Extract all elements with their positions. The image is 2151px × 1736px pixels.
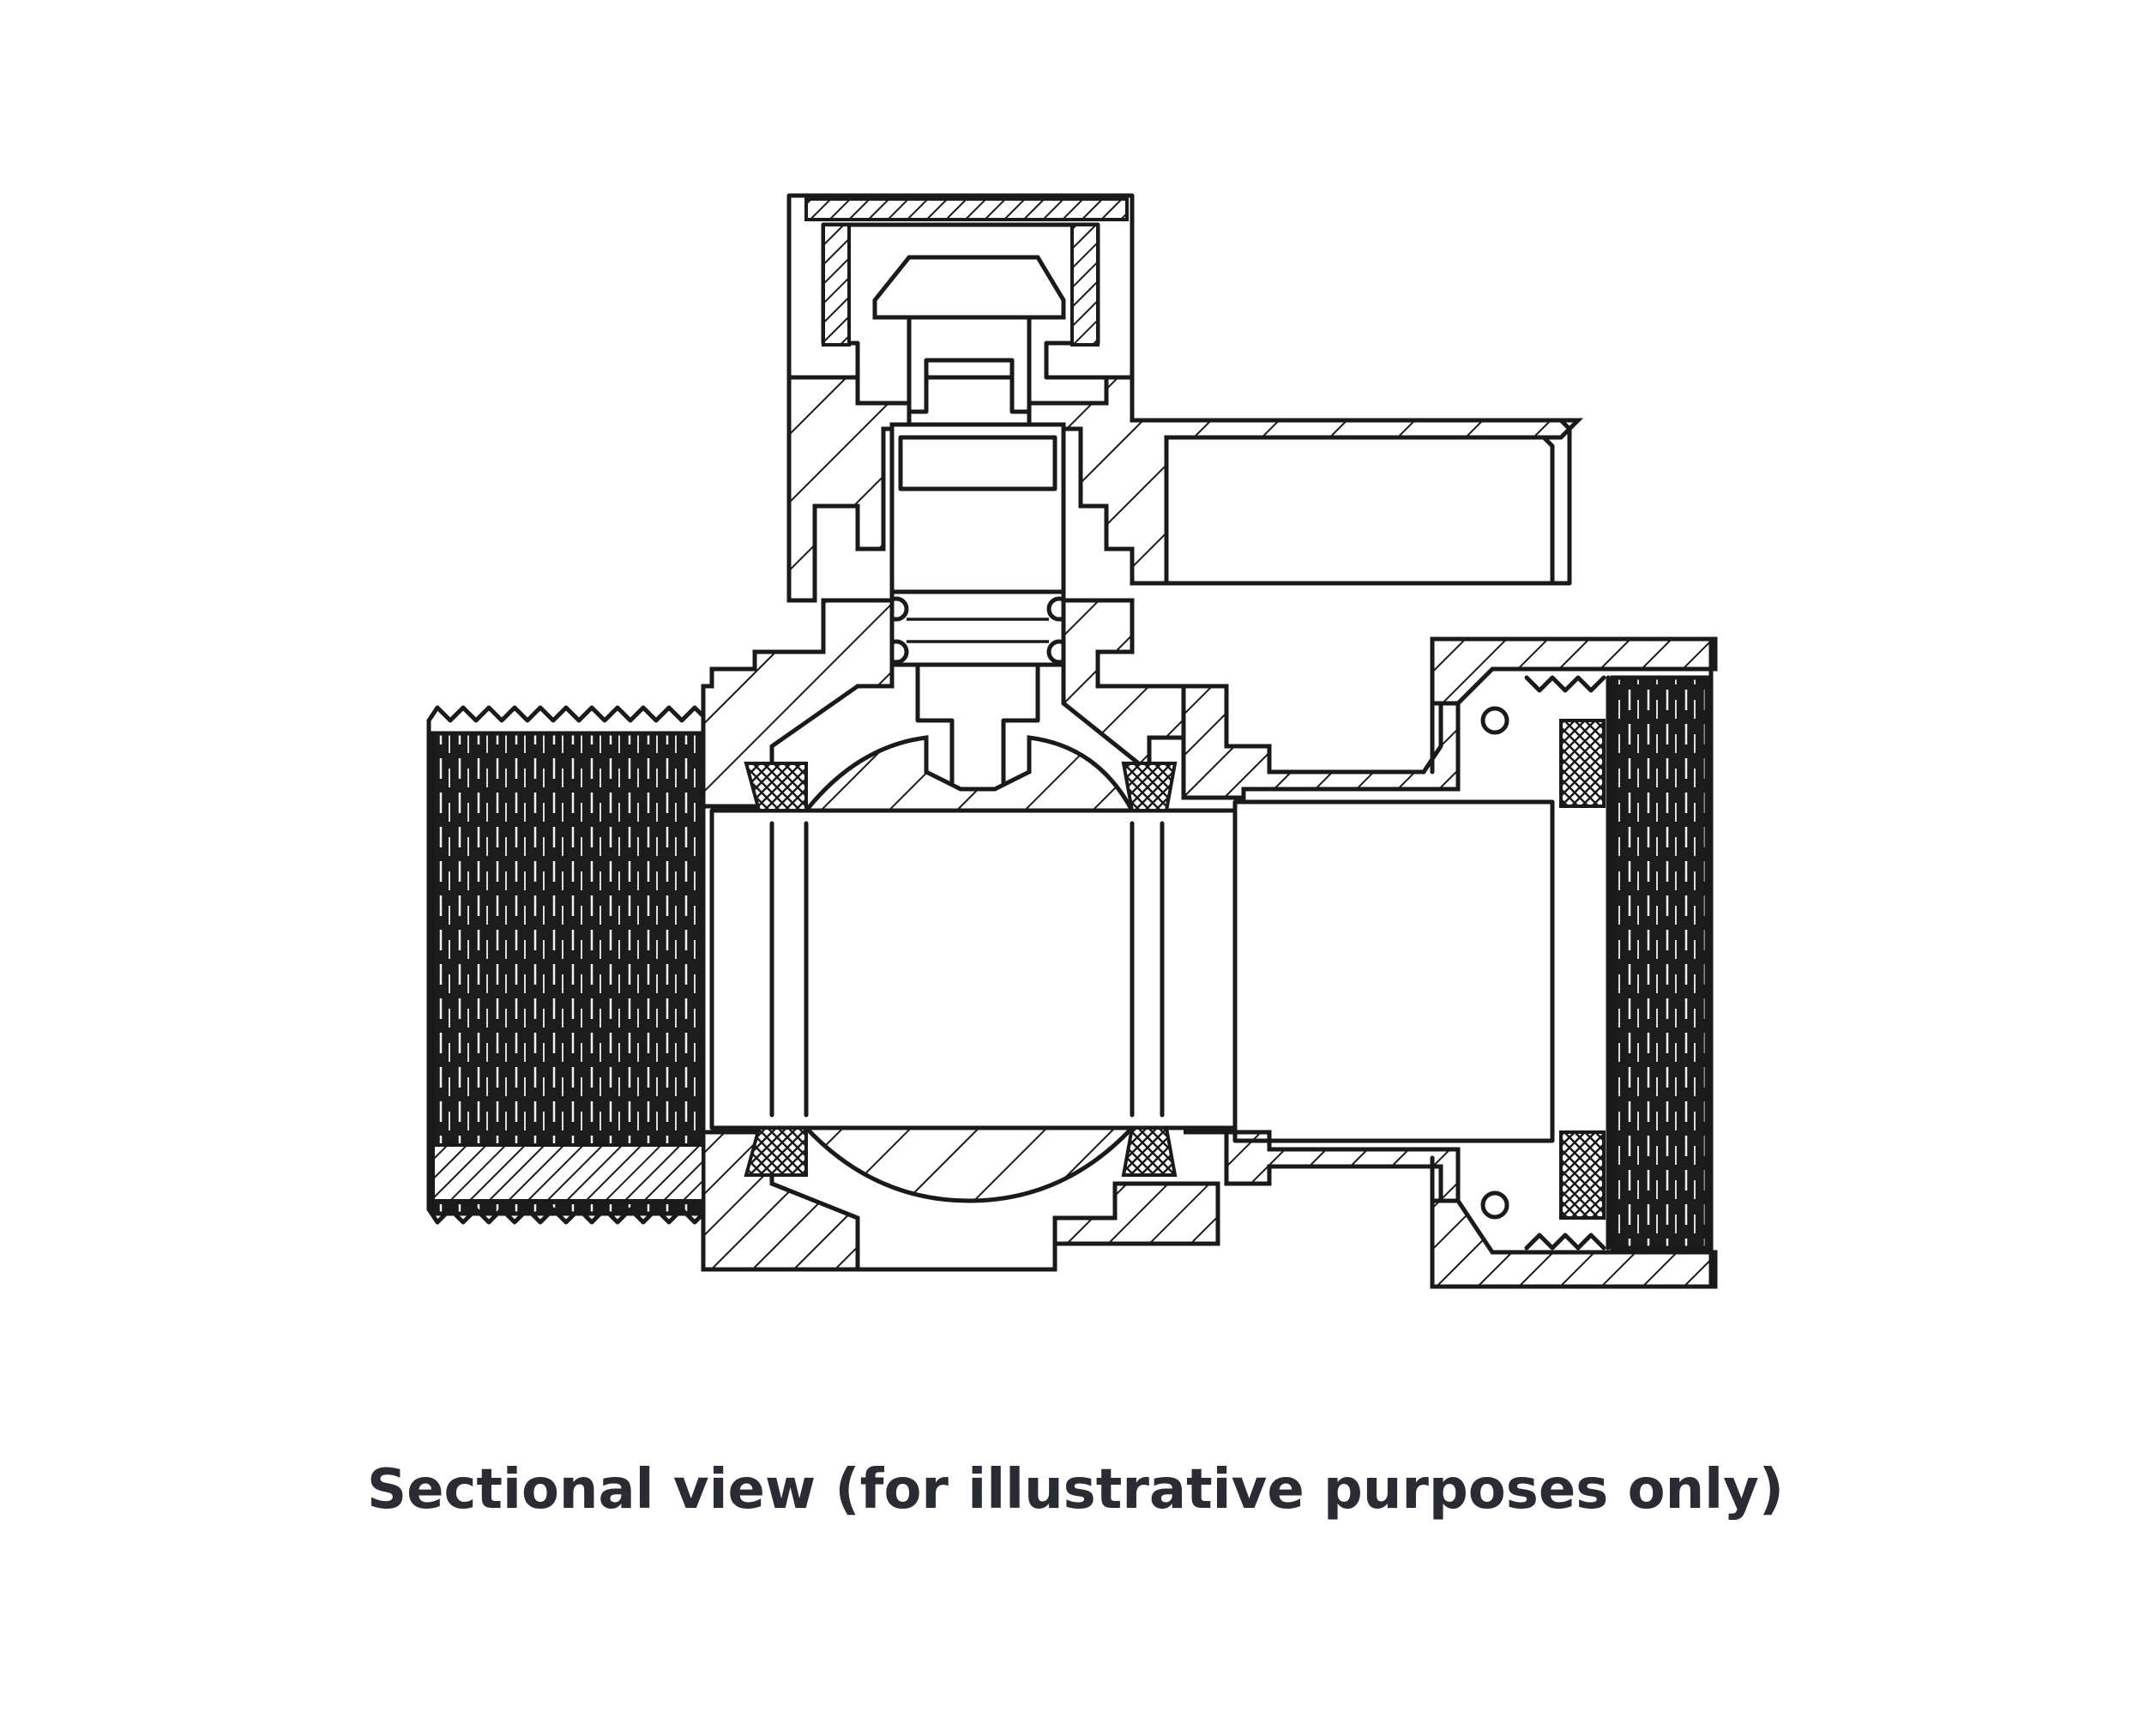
lever-handle [786,375,1584,603]
ball [801,735,1137,1203]
female-thread [1524,636,1714,1289]
handle-cap [786,193,1135,380]
o-ring-seal [1480,706,1509,1220]
male-thread [426,705,706,1225]
valve-body [701,598,1718,1272]
union-nut [1430,636,1718,1289]
figure-caption: Sectional view (for illustrative purpose… [366,1458,1785,1522]
seat-rings [744,719,1606,1220]
stem-nut [872,255,1066,414]
valve-stem [889,422,1066,792]
bore [709,799,1555,1143]
